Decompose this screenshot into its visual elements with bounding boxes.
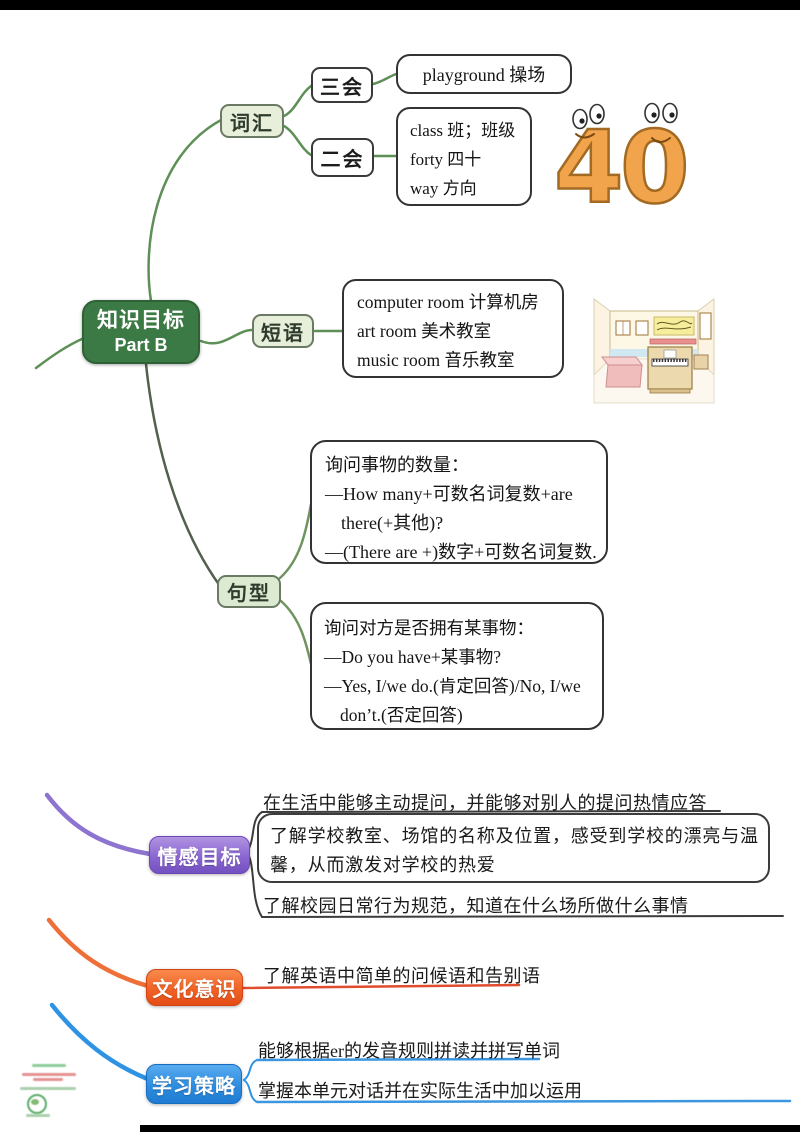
- box-possession-pattern[interactable]: 询问对方是否拥有某事物： —Do you have+某事物? —Yes, I/w…: [310, 602, 604, 730]
- emotion-item2-line2: 馨，从而激发对学校的热爱: [270, 855, 496, 875]
- node-emotion[interactable]: 情感目标: [149, 836, 250, 874]
- branch-sentence-line: [144, 362, 222, 588]
- node-sanhui[interactable]: 三会: [311, 67, 373, 103]
- top-black-bar: [0, 0, 800, 10]
- possession-line1: —Do you have+某事物?: [324, 647, 502, 667]
- strategy-item1-underline: [255, 1057, 541, 1062]
- playground-text: playground 操场: [422, 65, 546, 85]
- phrase-3: music room 音乐教室: [357, 350, 515, 370]
- node-erhui-label: 二会: [320, 149, 365, 171]
- node-sanhui-label: 三会: [320, 76, 364, 99]
- emotion-item2-box: [257, 813, 770, 883]
- strategy-item2-text: 掌握本单元对话并在实际生活中加以运用: [258, 1081, 582, 1101]
- node-strategy[interactable]: 学习策略: [146, 1064, 242, 1104]
- possession-title: 询问对方是否拥有某事物：: [324, 618, 534, 638]
- branch-phrase-line: [199, 328, 254, 345]
- quantity-title: 询问事物的数量：: [325, 455, 469, 475]
- emotion-item3-underline: [261, 915, 784, 918]
- emotion-branch-curve: [44, 792, 153, 857]
- sentence-box2-line: [279, 599, 313, 666]
- node-strategy-label: 学习策略: [152, 1075, 236, 1098]
- forty-eyes: [572, 102, 678, 143]
- emotion-item1-text: 在生活中能够主动提问，并能够对别人的提问热情应答: [263, 793, 707, 813]
- node-erhui[interactable]: 二会: [311, 138, 374, 177]
- strategy-branch-curve: [49, 1002, 153, 1083]
- emotion-item2-line1: 了解学校教室、场馆的名称及位置，感受到学校的漂亮与温: [270, 826, 759, 846]
- node-sentence[interactable]: 句型: [217, 575, 281, 608]
- sanhui-box-line: [371, 72, 398, 86]
- erhui-word-3: way 方向: [410, 179, 477, 198]
- culture-item-text: 了解英语中简单的问候语和告别语: [263, 966, 541, 986]
- sentence-box1-line: [278, 502, 313, 580]
- music-room-image: [592, 297, 716, 407]
- box-phrases[interactable]: computer room 计算机房 art room 美术教室 music r…: [342, 279, 564, 378]
- box-quantity-pattern[interactable]: 询问事物的数量： —How many+可数名词复数+are there(+其他)…: [310, 440, 608, 564]
- node-phrase-label: 短语: [261, 322, 305, 345]
- node-emotion-label: 情感目标: [157, 846, 242, 869]
- root-title: 知识目标: [97, 308, 185, 332]
- phrase-1: computer room 计算机房: [357, 292, 539, 312]
- possession-line3: don’t.(否定回答): [340, 705, 463, 725]
- quantity-line1: —How many+可数名词复数+are: [325, 484, 573, 504]
- emotion-item1-underline: [261, 810, 721, 813]
- node-sentence-label: 句型: [227, 583, 271, 605]
- forty-digit-0: 0: [620, 109, 690, 215]
- box-erhui-words[interactable]: class 班；班级 forty 四十 way 方向: [396, 107, 532, 206]
- root-node[interactable]: 知识目标 Part B: [82, 300, 200, 364]
- erhui-word-2: forty 四十: [410, 150, 482, 169]
- root-left-tail-line: [34, 336, 86, 370]
- possession-line2: —Yes, I/we do.(肯定回答)/No, I/we: [324, 676, 581, 696]
- forty-cartoon-image: 4 0: [553, 102, 691, 215]
- erhui-word-1: class 班；班级: [410, 121, 516, 140]
- strategy-item1-text: 能够根据er的发音规则拼读并拼写单词: [258, 1041, 560, 1061]
- node-culture[interactable]: 文化意识: [146, 969, 243, 1006]
- branch-vocab-line: [147, 118, 223, 303]
- root-subtitle: Part B: [114, 334, 168, 355]
- node-vocab[interactable]: 词汇: [220, 104, 284, 138]
- box-playground[interactable]: playground 操场: [396, 54, 572, 94]
- node-culture-label: 文化意识: [152, 979, 237, 1001]
- vocab-sanhui-line: [282, 84, 313, 118]
- node-vocab-label: 词汇: [230, 112, 274, 135]
- quantity-line3: —(There are +)数字+可数名词复数.: [325, 542, 597, 562]
- quantity-line2: there(+其他)?: [341, 513, 444, 533]
- forty-digit-4: 4: [554, 109, 624, 215]
- culture-branch-curve: [46, 917, 151, 989]
- culture-item-underline: [239, 983, 521, 990]
- emotion-item3-text: 了解校园日常行为规范，知道在什么场所做什么事情: [263, 896, 689, 916]
- phrase-2: art room 美术教室: [357, 321, 492, 341]
- bottom-black-bar: [140, 1125, 800, 1132]
- strategy-bracket: [242, 1059, 258, 1103]
- node-phrase[interactable]: 短语: [252, 314, 314, 348]
- vocab-erhui-line: [282, 124, 313, 157]
- strategy-item2-underline: [255, 1099, 792, 1104]
